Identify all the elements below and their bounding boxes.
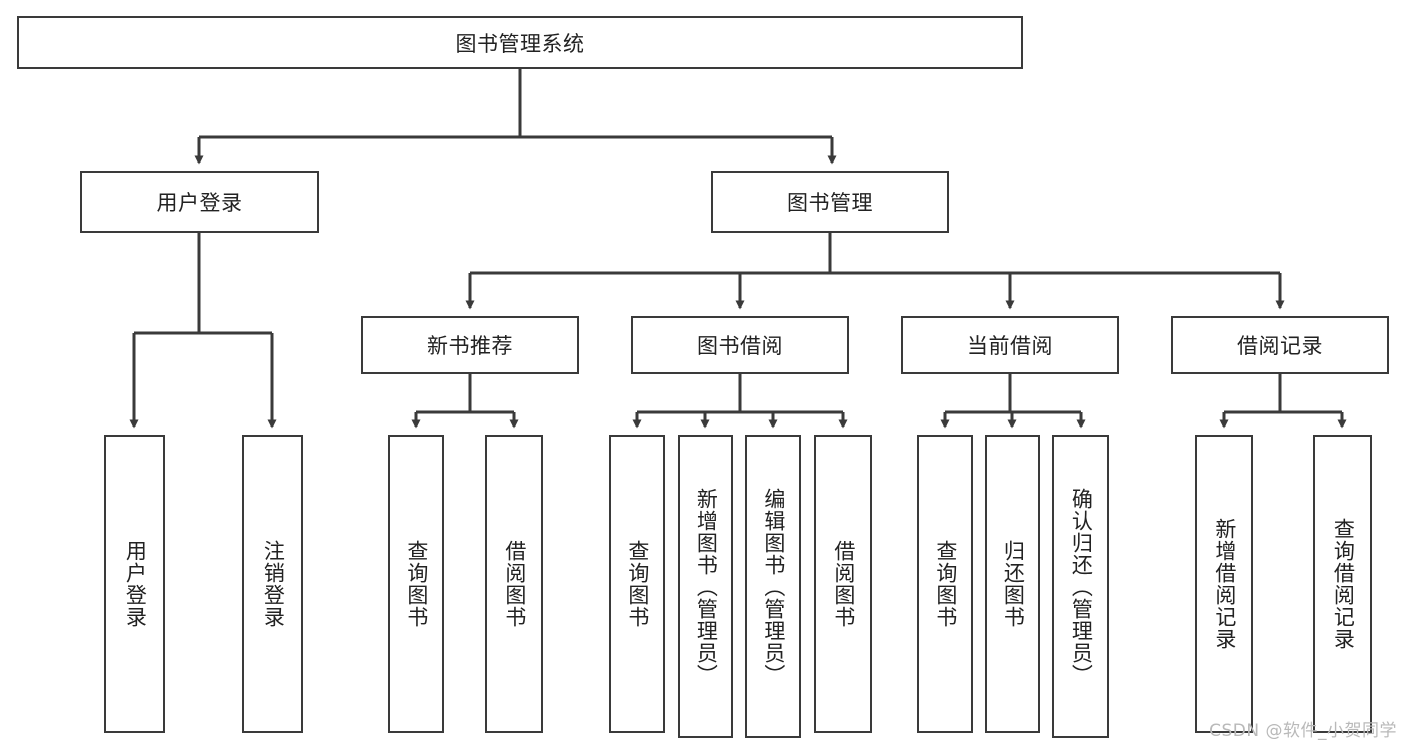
node-borrow-record-label: 借阅记录 (1237, 334, 1323, 358)
leaf-query-book-recommend[interactable]: 查询图书 (388, 435, 444, 733)
leaf-user-login[interactable]: 用户登录 (104, 435, 165, 733)
node-book-management[interactable]: 图书管理 (711, 171, 949, 233)
leaf-borrow-book-label: 借阅图书 (831, 540, 856, 628)
leaf-add-borrow-record[interactable]: 新增借阅记录 (1195, 435, 1253, 733)
node-book-borrow[interactable]: 图书借阅 (631, 316, 849, 374)
node-book-borrow-label: 图书借阅 (697, 334, 783, 358)
node-root[interactable]: 图书管理系统 (17, 16, 1023, 69)
node-book-management-label: 图书管理 (787, 191, 873, 215)
leaf-add-borrow-record-label: 新增借阅记录 (1212, 518, 1237, 650)
node-current-borrow-label: 当前借阅 (967, 334, 1053, 358)
leaf-confirm-return-admin[interactable]: 确认归还（管理员） (1052, 435, 1109, 738)
leaf-add-book-admin-label: 新增图书（管理员） (694, 487, 719, 686)
leaf-query-borrow-record[interactable]: 查询借阅记录 (1313, 435, 1372, 733)
leaf-query-book-borrow[interactable]: 查询图书 (609, 435, 665, 733)
leaf-borrow-book-recommend[interactable]: 借阅图书 (485, 435, 543, 733)
node-user-login-label: 用户登录 (156, 191, 243, 215)
node-new-book-recommend[interactable]: 新书推荐 (361, 316, 579, 374)
leaf-query-book-recommend-label: 查询图书 (404, 540, 429, 628)
leaf-logout-label: 注销登录 (261, 540, 286, 628)
leaf-return-book[interactable]: 归还图书 (985, 435, 1040, 733)
node-new-book-recommend-label: 新书推荐 (427, 334, 513, 358)
leaf-query-book-current-label: 查询图书 (933, 540, 958, 628)
leaf-query-book-current[interactable]: 查询图书 (917, 435, 973, 733)
leaf-add-book-admin[interactable]: 新增图书（管理员） (678, 435, 733, 738)
leaf-edit-book-admin-label: 编辑图书（管理员） (761, 487, 786, 686)
leaf-user-login-label: 用户登录 (123, 540, 148, 628)
node-root-label: 图书管理系统 (455, 31, 585, 56)
leaf-confirm-return-admin-label: 确认归还（管理员） (1069, 487, 1094, 686)
leaf-edit-book-admin[interactable]: 编辑图书（管理员） (745, 435, 801, 738)
leaf-logout[interactable]: 注销登录 (242, 435, 303, 733)
node-current-borrow[interactable]: 当前借阅 (901, 316, 1119, 374)
leaf-borrow-book-recommend-label: 借阅图书 (502, 540, 527, 628)
node-user-login[interactable]: 用户登录 (80, 171, 319, 233)
leaf-borrow-book[interactable]: 借阅图书 (814, 435, 872, 733)
node-borrow-record[interactable]: 借阅记录 (1171, 316, 1389, 374)
leaf-query-borrow-record-label: 查询借阅记录 (1331, 518, 1356, 650)
leaf-return-book-label: 归还图书 (1001, 540, 1026, 628)
leaf-query-book-borrow-label: 查询图书 (625, 540, 650, 628)
